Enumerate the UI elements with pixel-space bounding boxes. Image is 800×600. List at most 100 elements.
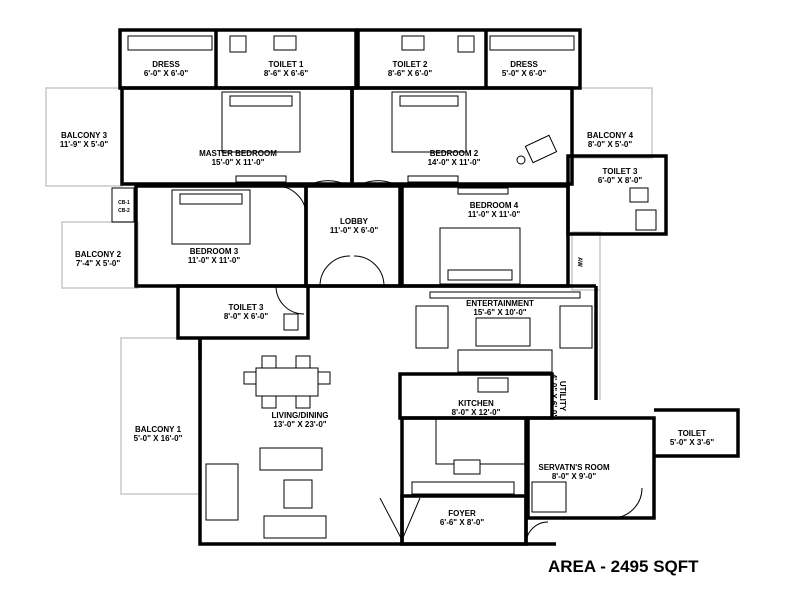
svg-text:6'-0" X 8'-0": 6'-0" X 8'-0" [598, 176, 643, 185]
svg-text:5'-0" X 6'-0": 5'-0" X 6'-0" [502, 69, 547, 78]
svg-text:TOILET 1: TOILET 1 [269, 60, 305, 69]
room-name-balcony4: BALCONY 4 [587, 131, 634, 140]
room-name-foyer: FOYER [448, 509, 476, 518]
svg-text:DRESS: DRESS [510, 60, 538, 69]
room-dim-toilet3-right: 6'-0" X 8'-0" [598, 176, 643, 185]
room-name-toilet2: TOILET 2 [393, 60, 429, 69]
svg-text:TOILET 3: TOILET 3 [229, 303, 265, 312]
room-dim-entertainment: 15'-6" X 10'-0" [473, 308, 526, 317]
room-dim-balcony1: 5'-0" X 16'-0" [134, 434, 183, 443]
svg-text:7'-4" X 5'-0": 7'-4" X 5'-0" [76, 259, 121, 268]
svg-text:UTILITY: UTILITY [558, 381, 567, 412]
top-row-rooms [118, 28, 582, 90]
svg-text:TOILET 3: TOILET 3 [603, 167, 639, 176]
room-name-bed4: BEDROOM 4 [470, 201, 519, 210]
room-name-servant: SERVATN'S ROOM [538, 463, 610, 472]
upper-bedrooms [120, 86, 574, 186]
room-dim-master: 15'-0" X 11'-0" [212, 158, 265, 167]
svg-text:8'-0" X 6'-0": 8'-0" X 6'-0" [224, 312, 269, 321]
room-name-toilet: TOILET [678, 429, 706, 438]
bedroom3 [111, 184, 308, 288]
room-name-utility: UTILITY [558, 381, 567, 412]
entertainment-furniture [415, 291, 593, 373]
svg-text:8'-0" X 5'-0": 8'-0" X 5'-0" [588, 140, 633, 149]
svg-text:BEDROOM 2: BEDROOM 2 [430, 149, 479, 158]
room-name-bed3: BEDROOM 3 [190, 247, 239, 256]
svg-text:5'-0" X 16'-0": 5'-0" X 16'-0" [134, 434, 183, 443]
room-name-lobby: LOBBY [340, 217, 369, 226]
room-name-balcony2: BALCONY 2 [75, 250, 122, 259]
svg-text:8'-0" X 9'-0": 8'-0" X 9'-0" [552, 472, 597, 481]
svg-text:BALCONY 1: BALCONY 1 [135, 425, 182, 434]
room-dim-dress2: 5'-0" X 6'-0" [502, 69, 547, 78]
room-dim-lobby: 11'-0" X 6'-0" [330, 226, 379, 235]
svg-text:15'-0" X 11'-0": 15'-0" X 11'-0" [212, 158, 265, 167]
room-dim-toilet2: 8'-6" X 6'-0" [388, 69, 433, 78]
room-dim-utility: 4'-0" X 6'-0" [549, 374, 558, 419]
room-dim-servant: 8'-0" X 9'-0" [552, 472, 597, 481]
svg-text:4'-0" X 6'-0": 4'-0" X 6'-0" [549, 374, 558, 419]
main-walls [198, 284, 598, 546]
svg-text:BEDROOM 4: BEDROOM 4 [470, 201, 519, 210]
svg-text:6'-6" X 8'-0": 6'-6" X 8'-0" [440, 518, 485, 527]
room-dim-kitchen: 8'-0" X 12'-0" [452, 408, 501, 417]
room-name-toilet1: TOILET 1 [269, 60, 305, 69]
svg-text:11'-0" X 11'-0": 11'-0" X 11'-0" [188, 256, 241, 265]
svg-text:BALCONY 4: BALCONY 4 [587, 131, 634, 140]
room-dim-balcony3: 11'-9" X 5'-0" [60, 140, 109, 149]
servant-area [526, 408, 740, 520]
svg-text:14'-0" X 11'-0": 14'-0" X 11'-0" [428, 158, 481, 167]
room-dim-toilet: 5'-0" X 3'-6" [670, 438, 715, 447]
room-dim-bed3: 11'-0" X 11'-0" [188, 256, 241, 265]
room-name-living: LIVING/DINING [272, 411, 329, 420]
room-dim-bed4: 11'-0" X 11'-0" [468, 210, 521, 219]
room-dim-balcony4: 8'-0" X 5'-0" [588, 140, 633, 149]
mark-cb1: CB-1 [118, 200, 130, 206]
room-name-toilet3-right: TOILET 3 [603, 167, 639, 176]
svg-text:6'-0" X 6'-0": 6'-0" X 6'-0" [144, 69, 189, 78]
dining-furniture [243, 355, 331, 409]
svg-text:FOYER: FOYER [448, 509, 476, 518]
area-label: AREA - 2495 SQFT [548, 557, 699, 576]
room-name-bed2: BEDROOM 2 [430, 149, 479, 158]
toilet3-left [176, 284, 310, 340]
svg-text:11'-9" X 5'-0": 11'-9" X 5'-0" [60, 140, 109, 149]
room-dim-foyer: 6'-6" X 8'-0" [440, 518, 485, 527]
room-name-dress1: DRESS [152, 60, 180, 69]
living-furniture [205, 447, 421, 542]
svg-text:LIVING/DINING: LIVING/DINING [272, 411, 329, 420]
mark-cb2: CB-2 [118, 208, 130, 214]
svg-text:DRESS: DRESS [152, 60, 180, 69]
room-name-kitchen: KITCHEN [458, 399, 494, 408]
svg-text:BALCONY 3: BALCONY 3 [61, 131, 108, 140]
svg-text:8'-0" X 12'-0": 8'-0" X 12'-0" [452, 408, 501, 417]
foyer [400, 494, 556, 546]
room-name-balcony3: BALCONY 3 [61, 131, 108, 140]
room-dim-bed2: 14'-0" X 11'-0" [428, 158, 481, 167]
svg-text:AW: AW [576, 257, 582, 267]
svg-text:11'-0" X 6'-0": 11'-0" X 6'-0" [330, 226, 379, 235]
svg-text:15'-6" X 10'-0": 15'-6" X 10'-0" [473, 308, 526, 317]
svg-text:BALCONY 2: BALCONY 2 [75, 250, 122, 259]
room-dim-toilet3-left: 8'-0" X 6'-0" [224, 312, 269, 321]
svg-text:CB-1: CB-1 [118, 200, 130, 206]
room-labels: DRESS 6'-0" X 6'-0" TOILET 1 8'-6" X 6'-… [60, 60, 715, 527]
svg-text:8'-6" X 6'-0": 8'-6" X 6'-0" [388, 69, 433, 78]
svg-text:KITCHEN: KITCHEN [458, 399, 494, 408]
room-name-dress2: DRESS [510, 60, 538, 69]
svg-text:MASTER BEDROOM: MASTER BEDROOM [199, 149, 277, 158]
svg-text:CB-2: CB-2 [118, 208, 130, 214]
room-name-master: MASTER BEDROOM [199, 149, 277, 158]
svg-text:13'-0" X 23'-0": 13'-0" X 23'-0" [273, 420, 326, 429]
svg-text:TOILET 2: TOILET 2 [393, 60, 429, 69]
room-dim-dress1: 6'-0" X 6'-0" [144, 69, 189, 78]
svg-text:BEDROOM 3: BEDROOM 3 [190, 247, 239, 256]
room-dim-toilet1: 8'-6" X 6'-6" [264, 69, 309, 78]
svg-text:5'-0" X 3'-6": 5'-0" X 3'-6" [670, 438, 715, 447]
bedroom4 [400, 184, 570, 288]
room-name-balcony1: BALCONY 1 [135, 425, 182, 434]
svg-text:11'-0" X 11'-0": 11'-0" X 11'-0" [468, 210, 521, 219]
room-name-entertainment: ENTERTAINMENT [466, 299, 534, 308]
